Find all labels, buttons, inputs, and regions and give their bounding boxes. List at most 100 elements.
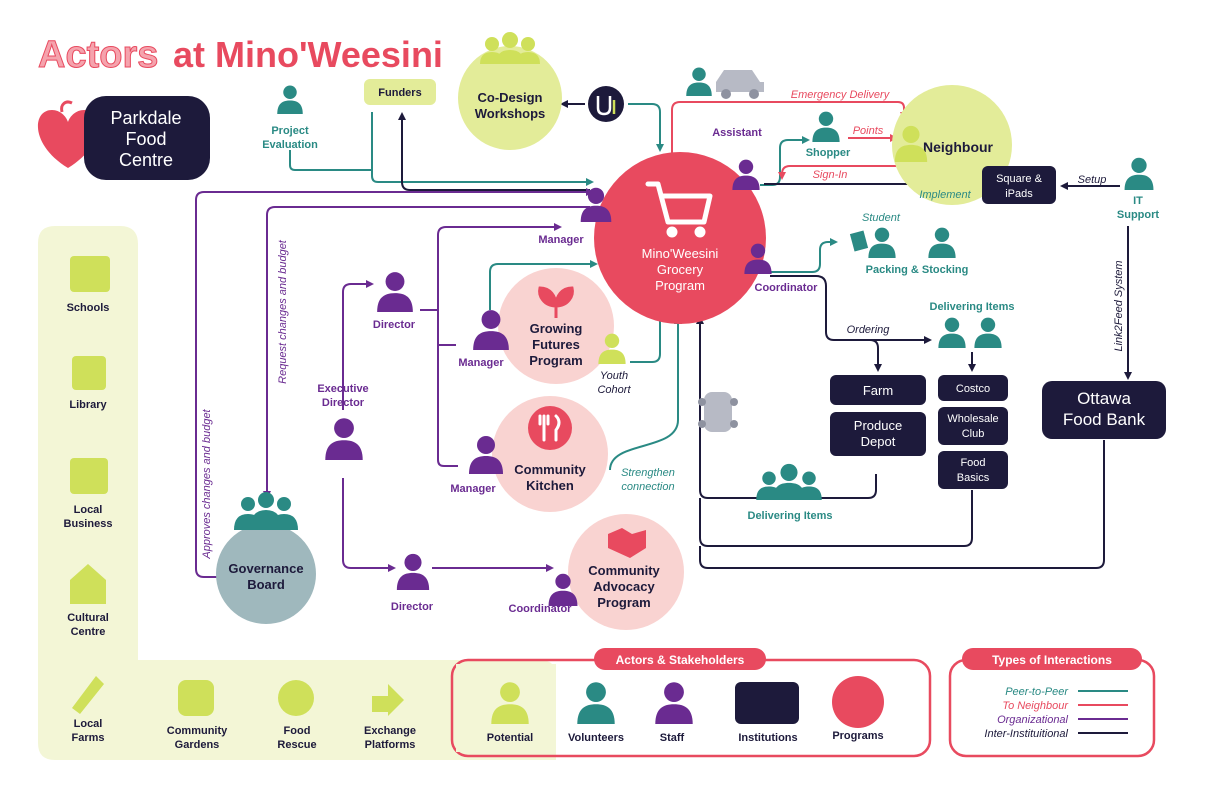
- legend-programs-label: Programs: [832, 730, 883, 742]
- connector-ordering: [770, 275, 932, 344]
- costco-label: Costco: [956, 383, 990, 395]
- ca-line1: Community: [588, 563, 660, 578]
- it-line2: Support: [1117, 209, 1159, 221]
- farms-line2: Farms: [71, 732, 104, 744]
- handshake-icon: [608, 528, 646, 558]
- gardens-line2: Gardens: [175, 739, 220, 751]
- exec-dir-line2: Director: [322, 397, 365, 409]
- storefront-icon: [70, 458, 108, 494]
- ofb-line1: Ottawa: [1077, 389, 1131, 408]
- ofb-line2: Food Bank: [1063, 410, 1146, 429]
- exchange-line1: Exchange: [364, 725, 416, 737]
- ordering-label: Ordering: [847, 324, 891, 336]
- legend-org-label: Organizational: [997, 714, 1068, 726]
- exchange-arrows-icon: [372, 684, 404, 716]
- legend-inter-label: Inter-Instituitional: [984, 728, 1068, 740]
- rescue-line2: Rescue: [277, 739, 316, 751]
- it-line1: IT: [1133, 195, 1143, 207]
- community-kitchen-program[interactable]: Community Kitchen: [492, 396, 608, 512]
- gardens-line1: Community: [167, 725, 228, 737]
- connector-farm: [869, 339, 882, 372]
- org-line1: Parkdale: [110, 108, 181, 128]
- ca-line3: Program: [597, 595, 650, 610]
- codesign-workshops[interactable]: Co-Design Workshops: [458, 32, 562, 150]
- kitchen-icon-bg: [528, 406, 572, 450]
- connector-youth: [630, 310, 664, 363]
- connector-assistant-shopper: [760, 136, 810, 186]
- utensils-icon: [538, 414, 561, 442]
- ui-logo: [588, 86, 624, 122]
- potential-exchange-platforms: Exchange Platforms: [364, 684, 416, 751]
- garden-icon: [178, 680, 214, 716]
- codesign-line1: Co-Design: [478, 90, 543, 105]
- funders-box[interactable]: Funders: [364, 79, 436, 105]
- leaf-icon: [60, 100, 73, 113]
- governance-board[interactable]: Governance Board: [216, 492, 316, 624]
- delivering-items-top-label: Delivering Items: [930, 301, 1015, 313]
- delivery-person1-icon: [938, 317, 966, 348]
- funders-label: Funders: [378, 87, 421, 99]
- farms-line1: Local: [74, 718, 103, 730]
- legend-volunteers-icon: [577, 682, 615, 724]
- legend-institutions-swatch: [735, 682, 799, 724]
- schools-label: Schools: [67, 302, 110, 314]
- strengthen-line2: connection: [621, 481, 674, 493]
- potential-schools: Schools: [67, 256, 110, 314]
- cart-icon: [645, 181, 713, 238]
- legend-staff-label: Staff: [660, 732, 685, 744]
- ck-line2: Kitchen: [526, 478, 574, 493]
- legend-actors: Actors & Stakeholders Potential Voluntee…: [450, 648, 932, 758]
- costco-box[interactable]: Costco: [938, 375, 1008, 401]
- car-top-icon: [698, 392, 738, 432]
- connector-ofb-return: [699, 440, 1105, 569]
- setup-label: Setup: [1078, 174, 1107, 186]
- produce-line1: Produce: [854, 418, 902, 433]
- legend-peer-label: Peer-to-Peer: [1005, 686, 1069, 698]
- gf-line2: Futures: [532, 337, 580, 352]
- org-line2: Food: [125, 129, 166, 149]
- corn-icon: [72, 676, 104, 714]
- codesign-line2: Workshops: [475, 106, 546, 121]
- connector-emergency: [671, 101, 908, 158]
- car-icon: [716, 70, 764, 99]
- square-ipads-box[interactable]: Square & iPads: [982, 166, 1056, 204]
- exec-dir-line1: Executive: [317, 383, 368, 395]
- ottawa-food-bank-box[interactable]: Ottawa Food Bank: [1042, 381, 1166, 439]
- assistant-label: Assistant: [712, 127, 762, 139]
- farm-box[interactable]: Farm: [830, 375, 926, 405]
- stocker-person-icon: [928, 227, 956, 258]
- connector-signin: [778, 165, 896, 180]
- youth-line2: Cohort: [597, 384, 631, 396]
- main-line1: Mino'Weesini: [642, 246, 719, 261]
- growing-futures-program[interactable]: Growing Futures Program: [498, 268, 614, 384]
- food-basics-box[interactable]: Food Basics: [938, 451, 1008, 489]
- shopper-person-icon: [812, 111, 840, 142]
- connector-packing: [770, 238, 838, 273]
- delivery-group-icon: [756, 463, 822, 500]
- ca-line2: Advocacy: [593, 579, 655, 594]
- potential-food-rescue: Food Rescue: [277, 680, 317, 751]
- evaluator-person-icon: [277, 85, 303, 114]
- gov-line1: Governance: [228, 561, 303, 576]
- director-top-person-icon: [377, 272, 413, 312]
- connector-request: [263, 206, 590, 499]
- legend-programs-swatch: [832, 676, 884, 728]
- legend-potential-label: Potential: [487, 732, 533, 744]
- main-line2: Grocery: [657, 262, 704, 277]
- signin-label: Sign-In: [813, 169, 848, 181]
- org-line3: Centre: [119, 150, 173, 170]
- main-program[interactable]: Mino'Weesini Grocery Program: [594, 152, 766, 324]
- link2feed-label: Link2Feed System: [1113, 260, 1125, 351]
- student-book-icon: [849, 230, 869, 252]
- apple-bag-icon: [278, 680, 314, 716]
- produce-depot-box[interactable]: Produce Depot: [830, 412, 926, 456]
- potential-local-farms: Local Farms: [71, 676, 105, 744]
- student-person-icon: [868, 227, 896, 258]
- connector-approves: [195, 188, 594, 578]
- wholesale-club-box[interactable]: Wholesale Club: [938, 407, 1008, 445]
- connector-exec-director: [342, 280, 374, 410]
- potential-local-business: Local Business: [64, 458, 112, 530]
- community-advocacy-program[interactable]: Community Advocacy Program: [568, 514, 684, 630]
